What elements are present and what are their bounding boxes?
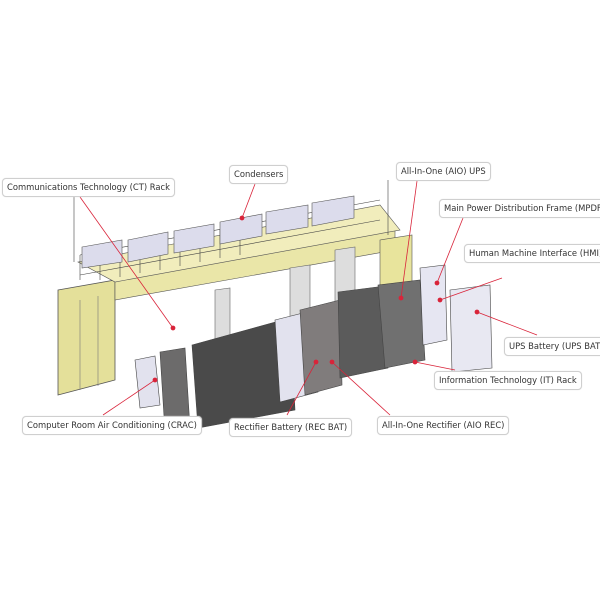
label-condensers: Condensers	[229, 165, 289, 184]
leader-lines	[79, 180, 538, 416]
label-aio-rec: All-In-One Rectifier (AIO REC)	[377, 416, 510, 435]
label-crac: Computer Room Air Conditioning (CRAC)	[22, 416, 202, 435]
label-aio-ups: All-In-One (AIO) UPS	[396, 162, 491, 181]
condenser-units	[81, 195, 355, 269]
label-mpdf: Main Power Distribution Frame (MPDF)	[439, 199, 600, 218]
label-hmi: Human Machine Interface (HMI)	[464, 244, 600, 263]
label-rec-bat: Rectifier Battery (REC BAT)	[229, 418, 353, 437]
equipment-cabinets	[134, 264, 493, 433]
label-ct-rack: Communications Technology (CT) Rack	[2, 178, 175, 197]
label-it-rack: Information Technology (IT) Rack	[434, 371, 582, 390]
label-ups-bat: UPS Battery (UPS BAT)	[504, 337, 600, 356]
